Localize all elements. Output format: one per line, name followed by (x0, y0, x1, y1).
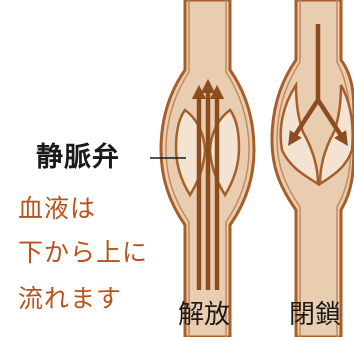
closed-vein-inner-wall-left (276, 0, 301, 337)
caption-line-1: 血液は (18, 194, 97, 223)
open-vein-inner-wall-right (225, 0, 250, 337)
backflow-arrow-left (288, 98, 320, 147)
caption-line-2: 下から上に (18, 238, 149, 267)
valve-label: 静脈弁 (36, 142, 120, 173)
open-valve-vein (159, 0, 256, 337)
open-state-label: 解放 (178, 300, 231, 330)
closed-state-label: 閉鎖 (289, 300, 342, 330)
closed-valve-vein (270, 0, 354, 337)
caption-line-3: 流れます (18, 284, 123, 313)
backflow-arrow-right (316, 98, 348, 147)
open-vein-inner-wall-left (165, 0, 190, 337)
